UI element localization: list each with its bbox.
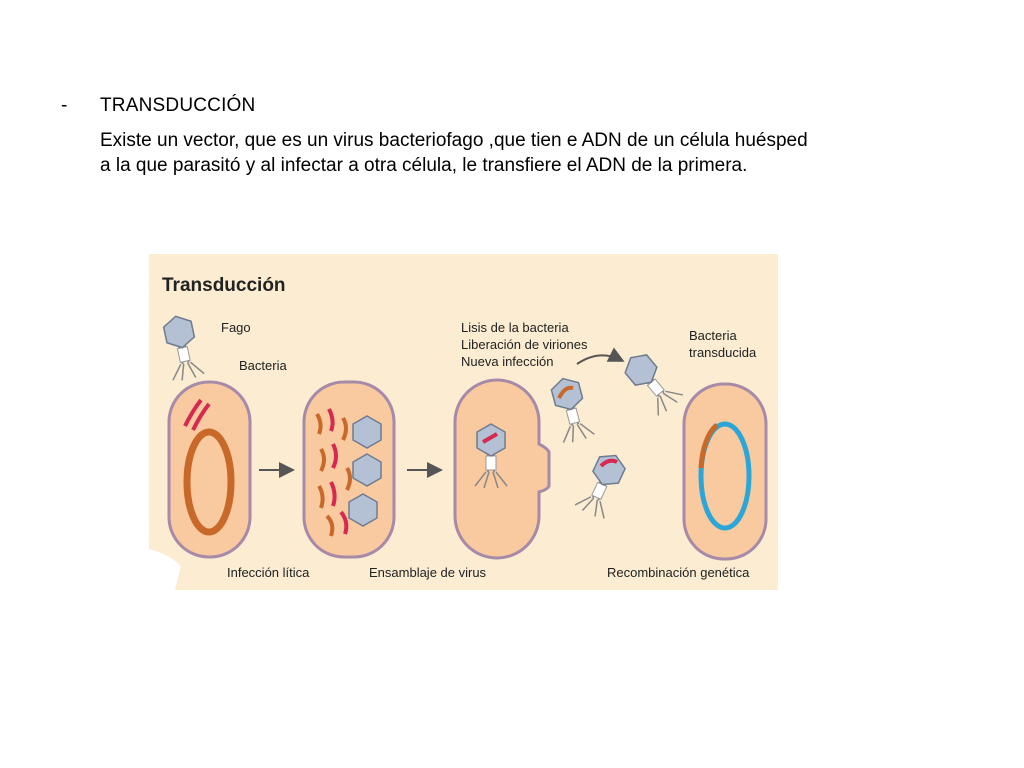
bullet-marker: - — [61, 95, 68, 116]
label-recombinacion: Recombinación genética — [607, 565, 750, 580]
bacterium-cell-3 — [453, 378, 551, 560]
label-infeccion: Infección lítica — [227, 565, 310, 580]
bacterial-dna-1 — [183, 428, 235, 536]
stage-recombination: Bacteria transducida — [617, 328, 768, 561]
torn-edge — [149, 549, 181, 590]
body-line-1: Existe un vector, que es un virus bacter… — [100, 130, 808, 151]
label-lisis-2: Liberación de viriones — [461, 337, 588, 352]
bacterium-cell-4 — [682, 382, 768, 561]
label-lisis-1: Lisis de la bacteria — [461, 320, 569, 335]
slide-body: Existe un vector, que es un virus bacter… — [100, 128, 980, 178]
capsid-1 — [352, 415, 382, 449]
label-bacteria: Bacteria — [239, 358, 287, 373]
transduction-diagram: Transducción Fago Bacteria — [149, 254, 778, 590]
stage-infection: Fago Bacteria — [159, 312, 287, 559]
body-line-2: a la que parasitó y al infectar a otra c… — [100, 155, 748, 176]
slide-heading: TRANSDUCCIÓN — [100, 95, 256, 116]
new-infection-arrow — [576, 347, 625, 365]
phage-dna-1 — [183, 398, 203, 427]
recombined-dna — [698, 421, 752, 531]
label-ensamblaje: Ensamblaje de virus — [369, 565, 487, 580]
dna-fragments — [315, 412, 323, 435]
capsid-3 — [348, 493, 378, 527]
diagram-title: Transducción — [162, 275, 286, 296]
label-transducida-1: Bacteria — [689, 328, 737, 343]
stage-assembly — [302, 380, 396, 559]
label-lisis-3: Nueva infección — [461, 354, 554, 369]
label-transducida-2: transducida — [689, 345, 757, 360]
capsid-2 — [352, 453, 382, 487]
stage-lysis: Lisis de la bacteria Liberación de virio… — [453, 320, 632, 560]
label-fago: Fago — [221, 320, 251, 335]
